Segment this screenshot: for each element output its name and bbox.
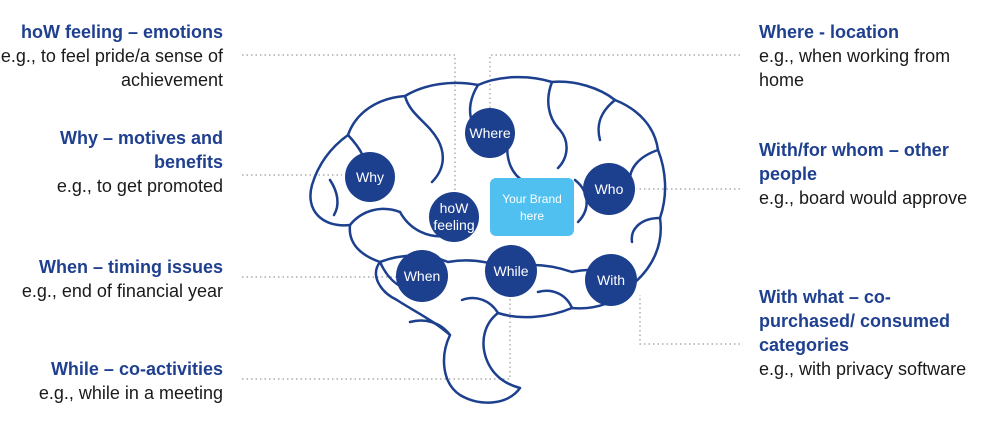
- fold-14: [408, 319, 452, 337]
- node-where-label: Where: [469, 125, 510, 141]
- label-with-whom-head: With/for whom – other people: [759, 140, 949, 184]
- label-how-feeling-head: hoW feeling – emotions: [20, 22, 223, 42]
- label-while-example: e.g., while in a meeting: [38, 383, 223, 403]
- fold-8: [597, 98, 617, 142]
- leader-lines: [242, 54, 740, 380]
- label-how-feeling: hoW feeling – emotions e.g., to feel pri…: [0, 20, 223, 92]
- fold-13: [460, 296, 500, 315]
- node-when: When: [396, 250, 448, 302]
- node-how-label-1: hoW: [440, 200, 470, 216]
- fold-7: [547, 80, 568, 170]
- leader-with-what: [639, 295, 740, 345]
- label-with-whom: With/for whom – other people e.g., board…: [759, 138, 979, 210]
- label-why: Why – motives and benefits e.g., to get …: [0, 126, 223, 198]
- label-where: Where - location e.g., when working from…: [759, 20, 979, 92]
- leader-while: [242, 290, 511, 380]
- node-where: Where: [465, 108, 515, 158]
- label-why-example: e.g., to get promoted: [56, 176, 223, 196]
- label-with-what-example: e.g., with privacy software: [759, 359, 967, 379]
- node-when-label: When: [404, 268, 441, 284]
- node-with-label: With: [597, 272, 625, 288]
- node-who: Who: [583, 163, 635, 215]
- node-how-label-2: feeling: [433, 217, 474, 233]
- label-how-feeling-example: e.g., to feel pride/a sense of achieveme…: [0, 46, 223, 90]
- fold-12: [536, 289, 574, 310]
- label-when-head: When – timing issues: [38, 257, 223, 277]
- node-while: While: [485, 245, 537, 297]
- node-with: With: [585, 254, 637, 306]
- node-how-feeling: hoW feeling: [429, 192, 479, 242]
- node-while-label: While: [493, 263, 528, 279]
- node-why: Why: [345, 152, 395, 202]
- brand-box-line-1: Your Brand: [502, 192, 562, 206]
- node-who-label: Who: [595, 181, 624, 197]
- label-with-what-head: With what – co-purchased/ consumed categ…: [759, 287, 951, 355]
- fold-5: [403, 94, 445, 184]
- label-why-head: Why – motives and benefits: [59, 128, 223, 172]
- label-while: While – co-activities e.g., while in a m…: [0, 357, 223, 405]
- node-why-label: Why: [356, 169, 384, 185]
- fold-3: [348, 207, 402, 227]
- fold-19: [328, 178, 339, 217]
- fold-10: [630, 216, 662, 244]
- brand-box: Your Brand here: [490, 178, 574, 236]
- brand-box-line-2: here: [520, 209, 544, 223]
- label-when-example: e.g., end of financial year: [21, 281, 223, 301]
- leader-how-feeling: [242, 54, 456, 205]
- brain-nodes: Where Why hoW feeling Who When While Wit…: [345, 108, 637, 306]
- label-when: When – timing issues e.g., end of financ…: [0, 255, 223, 303]
- label-where-example: e.g., when working from home: [759, 46, 951, 90]
- label-where-head: Where - location: [759, 22, 900, 42]
- label-while-head: While – co-activities: [50, 359, 223, 379]
- fold-9: [628, 148, 660, 186]
- label-with-what: With what – co-purchased/ consumed categ…: [759, 285, 969, 381]
- label-with-whom-example: e.g., board would approve: [759, 188, 968, 208]
